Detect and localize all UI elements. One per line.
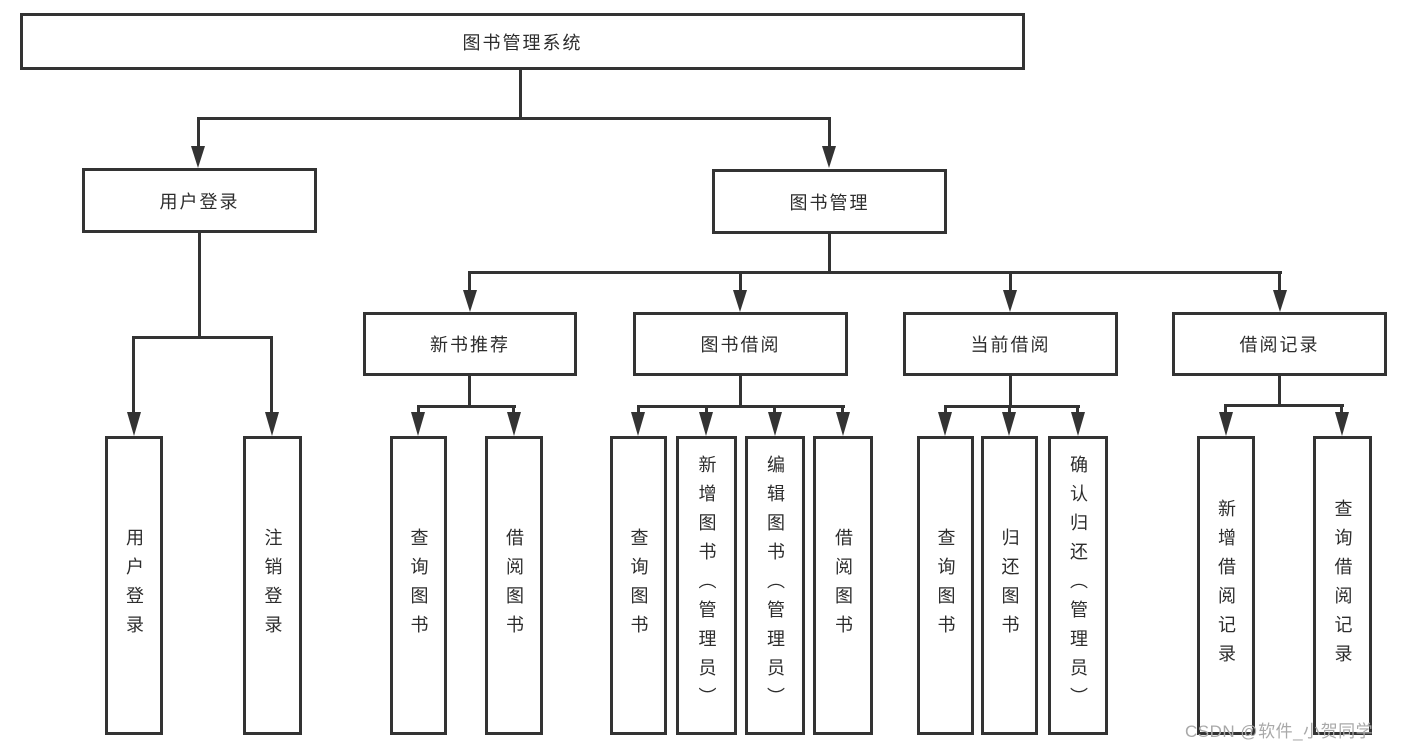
connector-line bbox=[739, 271, 742, 292]
connector-line bbox=[132, 336, 135, 414]
connector-line bbox=[468, 376, 471, 407]
leaf-label: 查询借阅记录 bbox=[1332, 498, 1353, 673]
node-label: 新书推荐 bbox=[430, 335, 510, 355]
connector-line bbox=[1278, 271, 1281, 292]
node-new-book-recommend: 新书推荐 bbox=[363, 312, 577, 376]
connector-line bbox=[637, 405, 640, 414]
connector-line bbox=[944, 405, 947, 414]
arrow-down-icon bbox=[1003, 290, 1017, 312]
leaf-borrow-books: 借阅图书 bbox=[813, 436, 873, 735]
leaf-edit-books-admin: 编辑图书（管理员） bbox=[745, 436, 805, 735]
leaf-query-borrow-record: 查询借阅记录 bbox=[1313, 436, 1372, 735]
leaf-add-books-admin: 新增图书（管理员） bbox=[676, 436, 737, 735]
arrow-down-icon bbox=[1002, 412, 1016, 436]
arrow-down-icon bbox=[822, 146, 836, 168]
arrow-down-icon bbox=[463, 290, 477, 312]
connector-line bbox=[417, 405, 420, 414]
connector-line bbox=[1278, 376, 1281, 406]
connector-line bbox=[841, 405, 844, 414]
arrow-down-icon bbox=[127, 412, 141, 436]
connector-line bbox=[1340, 404, 1343, 414]
leaf-add-borrow-record: 新增借阅记录 bbox=[1197, 436, 1255, 735]
leaf-borrow-books-recommend: 借阅图书 bbox=[485, 436, 543, 735]
connector-line bbox=[197, 117, 831, 120]
node-label: 图书借阅 bbox=[700, 335, 781, 355]
leaf-return-books: 归还图书 bbox=[981, 436, 1038, 735]
node-label: 当前借阅 bbox=[970, 335, 1051, 355]
node-root-library-system: 图书管理系统 bbox=[20, 13, 1025, 70]
leaf-label: 编辑图书（管理员） bbox=[765, 455, 785, 716]
arrow-down-icon bbox=[1219, 412, 1233, 436]
csdn-watermark: CSDN @软件_小贺同学 bbox=[1185, 722, 1374, 741]
leaf-label: 确认归还（管理员） bbox=[1068, 455, 1088, 716]
leaf-label: 新增图书（管理员） bbox=[696, 455, 717, 716]
connector-line bbox=[270, 336, 273, 414]
connector-line bbox=[1009, 376, 1012, 407]
node-label: 图书管理 bbox=[789, 192, 870, 213]
node-current-borrow: 当前借阅 bbox=[903, 312, 1118, 376]
arrow-down-icon bbox=[1273, 290, 1287, 312]
leaf-label: 查询图书 bbox=[628, 527, 649, 644]
leaf-label: 归还图书 bbox=[999, 527, 1020, 644]
leaf-label: 查询图书 bbox=[935, 527, 956, 644]
connector-line bbox=[1009, 271, 1012, 292]
arrow-down-icon bbox=[699, 412, 713, 436]
arrow-down-icon bbox=[836, 412, 850, 436]
leaf-label: 用户登录 bbox=[124, 527, 144, 644]
arrow-down-icon bbox=[191, 146, 205, 168]
arrow-down-icon bbox=[265, 412, 279, 436]
leaf-label: 查询图书 bbox=[408, 527, 429, 644]
arrow-down-icon bbox=[1335, 412, 1349, 436]
arrow-down-icon bbox=[631, 412, 645, 436]
leaf-logout: 注销登录 bbox=[243, 436, 302, 735]
connector-line bbox=[519, 69, 522, 118]
connector-line bbox=[1008, 405, 1011, 414]
connector-line bbox=[739, 376, 742, 407]
node-book-management: 图书管理 bbox=[712, 169, 947, 234]
leaf-query-books-current: 查询图书 bbox=[917, 436, 974, 735]
leaf-label: 新增借阅记录 bbox=[1216, 498, 1236, 673]
arrow-down-icon bbox=[507, 412, 521, 436]
arrow-down-icon bbox=[411, 412, 425, 436]
connector-line bbox=[197, 117, 200, 148]
node-label: 用户登录 bbox=[159, 191, 240, 212]
connector-line bbox=[828, 233, 831, 273]
connector-line bbox=[1224, 404, 1227, 414]
node-user-login: 用户登录 bbox=[82, 168, 317, 233]
connector-line bbox=[512, 405, 515, 414]
connector-line bbox=[468, 271, 471, 292]
leaf-label: 注销登录 bbox=[262, 527, 283, 644]
node-label: 图书管理系统 bbox=[462, 32, 583, 53]
node-borrow-record: 借阅记录 bbox=[1172, 312, 1387, 376]
connector-line bbox=[705, 405, 708, 414]
connector-line bbox=[1224, 404, 1344, 407]
leaf-user-login: 用户登录 bbox=[105, 436, 163, 735]
arrow-down-icon bbox=[1071, 412, 1085, 436]
connector-line bbox=[198, 232, 201, 337]
connector-line bbox=[468, 271, 1282, 274]
connector-line bbox=[773, 405, 776, 414]
arrow-down-icon bbox=[938, 412, 952, 436]
arrow-down-icon bbox=[768, 412, 782, 436]
node-label: 借阅记录 bbox=[1239, 335, 1320, 355]
leaf-query-books-borrow: 查询图书 bbox=[610, 436, 667, 735]
node-book-borrow: 图书借阅 bbox=[633, 312, 848, 376]
connector-line bbox=[944, 405, 1080, 408]
leaf-confirm-return-admin: 确认归还（管理员） bbox=[1048, 436, 1108, 735]
leaf-label: 借阅图书 bbox=[833, 527, 853, 644]
leaf-label: 借阅图书 bbox=[504, 527, 524, 644]
connector-line bbox=[1076, 405, 1079, 414]
leaf-query-books-recommend: 查询图书 bbox=[390, 436, 447, 735]
connector-line bbox=[828, 117, 831, 148]
connector-line bbox=[637, 405, 845, 408]
connector-line bbox=[417, 405, 516, 408]
connector-line bbox=[132, 336, 273, 339]
arrow-down-icon bbox=[733, 290, 747, 312]
